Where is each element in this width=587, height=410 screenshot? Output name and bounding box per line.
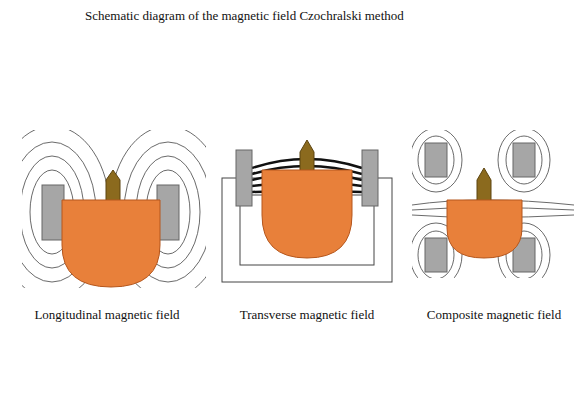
coil — [425, 143, 447, 177]
seed-rod — [300, 140, 314, 172]
crucible — [447, 200, 522, 258]
crucible — [262, 170, 352, 258]
title: Schematic diagram of the magnetic field … — [85, 8, 404, 24]
coil — [236, 150, 252, 206]
coil — [425, 238, 447, 272]
caption-label: Transverse magnetic field — [240, 307, 375, 323]
field-lines — [412, 130, 574, 278]
caption-label: Composite magnetic field — [427, 307, 561, 323]
field-lines — [22, 130, 206, 288]
seed-rod — [477, 168, 491, 205]
coil — [513, 143, 535, 177]
coil — [42, 185, 64, 240]
crucible — [62, 200, 160, 287]
coil — [362, 150, 378, 206]
seed-rod — [106, 170, 120, 202]
caption-label: Longitudinal magnetic field — [34, 307, 179, 323]
